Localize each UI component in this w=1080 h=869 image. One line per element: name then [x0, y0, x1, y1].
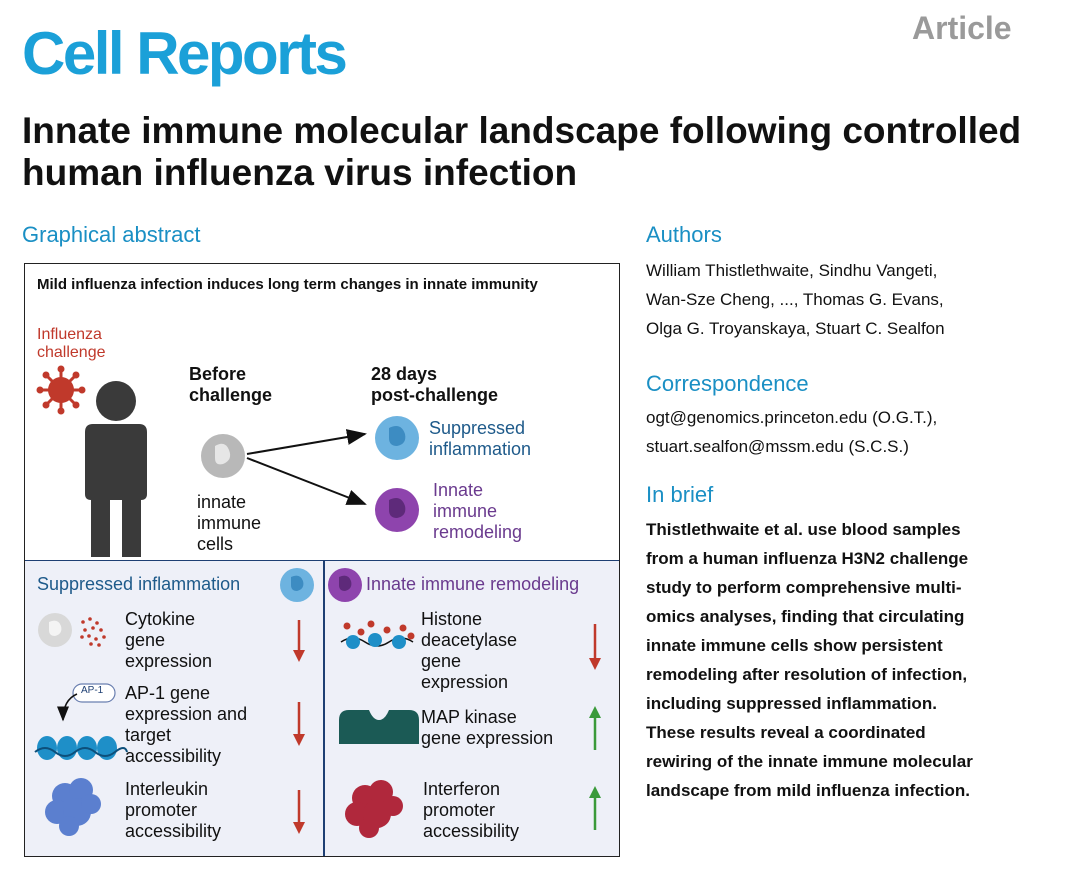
cytokine-release-icon	[38, 613, 106, 647]
map-kinase-item: MAP kinase gene expression	[421, 707, 553, 749]
item-line: Histone	[421, 609, 483, 629]
correspondence-heading: Correspondence	[646, 371, 809, 396]
item-line: accessibility	[125, 746, 222, 766]
label-line: 28 days	[371, 364, 438, 384]
label-line: inflammation	[429, 439, 532, 459]
item-line: promoter	[423, 800, 496, 820]
influenza-challenge-label: Influenza challenge	[37, 326, 106, 362]
remodeled-cell-icon	[375, 488, 419, 532]
arrow-to-remodeling	[246, 457, 367, 505]
abstract-bottom-panel	[25, 560, 619, 856]
correspondence-emails: ogt@genomics.princeton.edu (O.G.T.), stu…	[646, 403, 1066, 461]
author-line: Olga G. Troyanskaya, Stuart C. Sealfon	[646, 319, 945, 338]
item-line: gene expression	[421, 728, 554, 748]
authors-heading: Authors	[646, 222, 722, 247]
panel-divider	[323, 560, 325, 856]
item-line: Cytokine	[125, 609, 196, 629]
article-title: Innate immune molecular landscape follow…	[22, 110, 1022, 193]
brief-line: These results reveal a coordinated	[646, 723, 926, 742]
down-arrow-icon	[293, 790, 305, 834]
item-line: deacetylase	[421, 630, 518, 650]
arrow-to-suppressed	[246, 429, 367, 455]
brief-line: remodeling after resolution of infection…	[646, 665, 968, 684]
item-line: expression	[421, 672, 509, 692]
cytokine-item: Cytokine gene expression	[125, 609, 212, 672]
up-arrow-icon	[589, 786, 601, 830]
map-kinase-icon	[339, 710, 419, 744]
down-arrow-icon	[293, 702, 305, 746]
article-type: Article	[912, 10, 1012, 46]
panel-left-title: Suppressed inflammation	[37, 574, 241, 594]
graphical-abstract: Mild influenza infection induces long te…	[24, 263, 620, 857]
down-arrow-icon	[293, 620, 305, 662]
interleukin-item: Interleukin promoter accessibility	[125, 779, 221, 842]
histone-deacetylase-icon	[340, 620, 415, 649]
email-link[interactable]: stuart.sealfon@mssm.edu (S.C.S.)	[646, 437, 909, 456]
label-line: Before	[189, 364, 247, 384]
label-line: Suppressed	[429, 418, 526, 438]
purple-cell-icon	[328, 568, 362, 602]
brief-line: innate immune cells show persistent	[646, 636, 943, 655]
label-line: challenge	[37, 344, 106, 361]
up-arrow-icon	[589, 706, 601, 750]
email-link[interactable]: ogt@genomics.princeton.edu (O.G.T.),	[646, 408, 938, 427]
brief-line: omics analyses, finding that circulating	[646, 607, 965, 626]
histone-item: Histone deacetylase gene expression	[421, 609, 517, 693]
item-line: Interferon	[423, 779, 501, 799]
item-line: gene	[421, 651, 462, 671]
virus-icon	[36, 365, 86, 415]
suppressed-inflammation-label: Suppressed inflammation	[429, 418, 531, 460]
down-arrow-icon	[589, 624, 601, 670]
innate-cells-label: innate immune cells	[197, 492, 261, 555]
ap1-item: AP-1 gene expression and target accessib…	[125, 683, 247, 767]
item-line: target	[125, 725, 172, 745]
author-line: Wan-Sze Cheng, ..., Thomas G. Evans,	[646, 290, 944, 309]
label-line: innate	[197, 492, 247, 512]
ap1-label: AP-1	[81, 685, 104, 696]
item-line: promoter	[125, 800, 198, 820]
item-line: expression	[125, 651, 213, 671]
in-brief-text: Thistlethwaite et al. use blood samples …	[646, 515, 1066, 805]
blue-cell-icon	[280, 568, 314, 602]
graphical-abstract-heading: Graphical abstract	[22, 222, 201, 247]
item-line: AP-1 gene	[125, 683, 211, 703]
person-icon	[85, 381, 147, 557]
brief-line: rewiring of the innate immune molecular	[646, 752, 973, 771]
dna-chromatin-icon	[34, 683, 128, 760]
brief-line: including suppressed inflammation.	[646, 694, 937, 713]
interferon-protein-icon	[345, 780, 403, 838]
label-line: immune	[197, 513, 262, 533]
interleukin-protein-icon	[45, 778, 101, 836]
author-list: William Thistlethwaite, Sindhu Vangeti, …	[646, 256, 1066, 343]
innate-cell-icon	[201, 434, 245, 478]
label-line: Influenza	[37, 326, 102, 343]
brief-line: from a human influenza H3N2 challenge	[646, 549, 969, 568]
interferon-item: Interferon promoter accessibility	[423, 779, 519, 842]
label-line: immune	[433, 501, 498, 521]
in-brief-heading: In brief	[646, 482, 714, 507]
post-challenge-label: 28 days post-challenge	[371, 364, 498, 406]
item-line: accessibility	[423, 821, 520, 841]
panel-right-title: Innate immune remodeling	[366, 574, 580, 594]
label-line: post-challenge	[371, 385, 499, 405]
abstract-title: Mild influenza infection induces long te…	[37, 276, 538, 293]
label-line: remodeling	[433, 522, 523, 542]
abstract-illustration	[34, 365, 601, 838]
item-line: MAP kinase	[421, 707, 517, 727]
before-challenge-label: Before challenge	[189, 364, 272, 406]
item-line: gene	[125, 630, 166, 650]
label-line: challenge	[189, 385, 273, 405]
brief-line: Thistlethwaite et al. use blood samples	[646, 520, 961, 539]
journal-name: Cell Reports	[22, 20, 348, 87]
item-line: expression and	[125, 704, 248, 724]
brief-line: landscape from mild influenza infection.	[646, 781, 970, 800]
label-line: Innate	[433, 480, 484, 500]
item-line: accessibility	[125, 821, 222, 841]
brief-line: study to perform comprehensive multi-	[646, 578, 962, 597]
suppressed-cell-icon	[375, 416, 419, 460]
item-line: Interleukin	[125, 779, 209, 799]
author-line: William Thistlethwaite, Sindhu Vangeti,	[646, 261, 938, 280]
innate-remodeling-label: Innate immune remodeling	[433, 480, 522, 543]
label-line: cells	[197, 534, 234, 554]
